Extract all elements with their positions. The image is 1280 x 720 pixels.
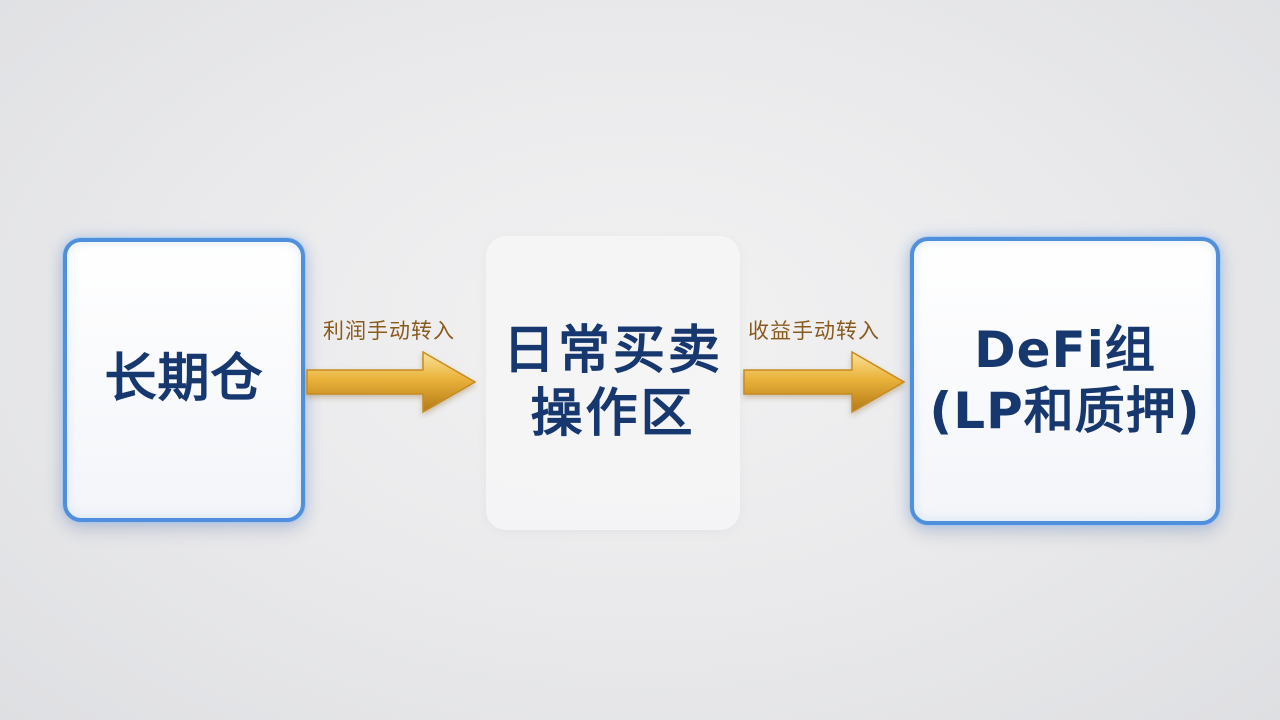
node-daily-trading: 日常买卖 操作区	[486, 236, 740, 530]
arrow-icon	[306, 350, 477, 414]
node-long-term-line-1: 长期仓	[104, 349, 264, 410]
node-daily-trading-line-1: 日常买卖	[502, 320, 723, 381]
edge-label-yield-transfer: 收益手动转入	[748, 319, 880, 343]
edge-label-profit-transfer: 利润手动转入	[323, 319, 455, 343]
node-long-term-label: 长期仓	[104, 348, 263, 411]
node-defi-line-1: DeFi组	[974, 321, 1156, 379]
arrow-icon	[743, 350, 906, 414]
node-daily-trading-line-2: 操作区	[530, 384, 696, 444]
node-defi: DeFi组 (LP和质押)	[910, 237, 1220, 525]
node-long-term: 长期仓	[63, 238, 305, 522]
node-defi-label: DeFi组 (LP和质押)	[929, 320, 1200, 442]
node-defi-line-2: (LP和质押)	[929, 382, 1201, 440]
node-daily-trading-label: 日常买卖 操作区	[503, 320, 723, 447]
